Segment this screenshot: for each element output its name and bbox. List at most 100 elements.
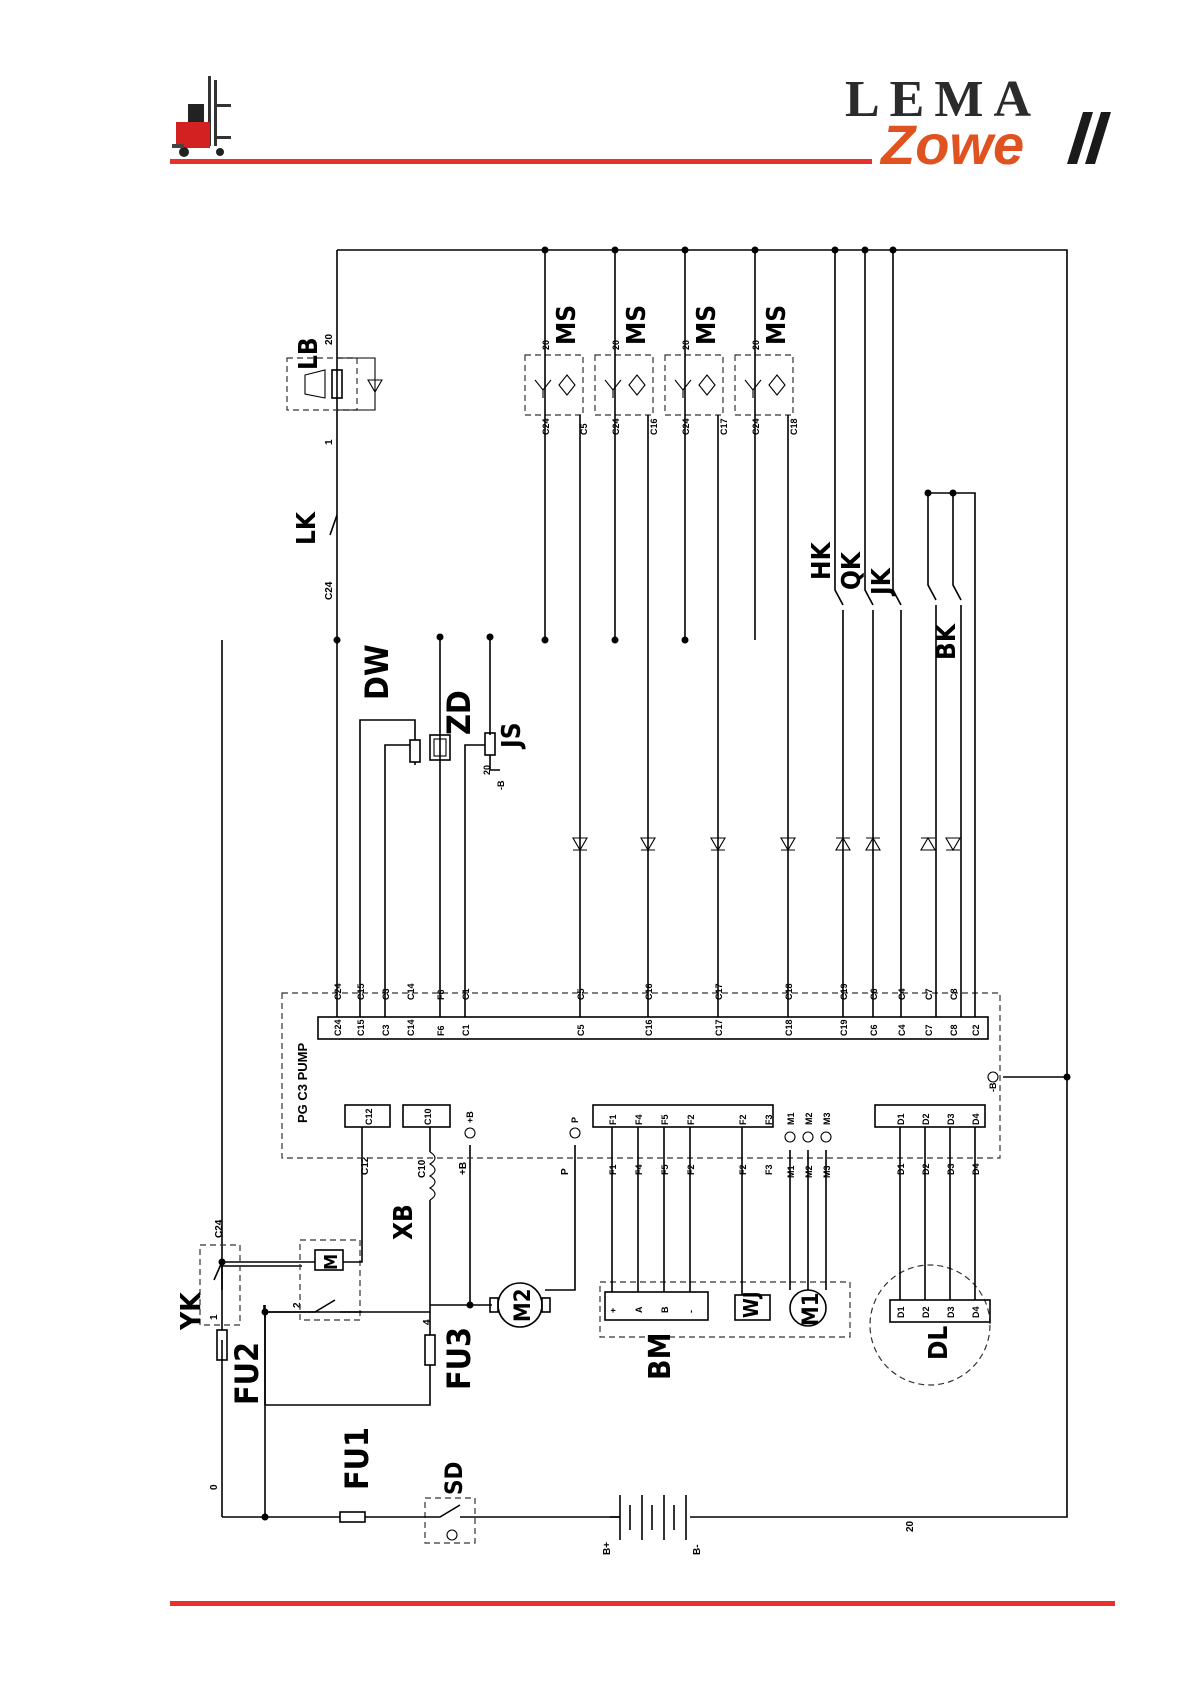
qk-label: QK <box>837 551 867 590</box>
c-pin-c3: C3 <box>381 1024 391 1036</box>
ms-pinc-3: C18 <box>789 418 799 435</box>
ms-pinc24-0: C24 <box>541 418 551 435</box>
c-pin-c24: C24 <box>333 1019 343 1036</box>
d-pin-d3: D3 <box>946 1113 956 1125</box>
c-wire-c16: C16 <box>644 983 654 1000</box>
header-rule <box>170 159 872 164</box>
ms-valve-box-0 <box>524 354 584 416</box>
js-pot <box>484 732 496 756</box>
relay-c12-box <box>344 1104 391 1128</box>
motor-pin-m1: M1 <box>786 1112 796 1125</box>
hk-label: HK <box>807 541 837 580</box>
diode-4 <box>835 836 851 851</box>
c-wire-c19: C19 <box>839 983 849 1000</box>
ms-valve-icon-2 <box>674 374 716 398</box>
footer-rule <box>170 1601 1115 1606</box>
controller-label: PG C3 PUMP <box>295 1042 310 1123</box>
fu3-fuse <box>424 1334 436 1366</box>
dl-pin-d3: D3 <box>946 1306 956 1318</box>
dl-connector <box>889 1299 991 1323</box>
c-wire-c1: C1 <box>461 988 471 1000</box>
dw-label: DW <box>358 644 396 700</box>
f-pin-1: F4 <box>634 1114 644 1125</box>
fu3-label: FU3 <box>440 1327 478 1390</box>
ms-label-0: MS <box>552 305 582 345</box>
c-wire-c6: C6 <box>869 988 879 1000</box>
svg-text:-B: -B <box>496 780 506 790</box>
relay-c10-box <box>402 1104 451 1128</box>
motor-wire-m2: M2 <box>804 1165 814 1178</box>
connector-d-box <box>874 1104 986 1128</box>
bm-label: BM <box>643 1333 678 1380</box>
wj-box <box>734 1294 771 1321</box>
ms-pinc-1: C16 <box>649 418 659 435</box>
ms-pinc24-2: C24 <box>681 418 691 435</box>
lb-label: LB <box>294 337 324 370</box>
sd-label: SD <box>440 1462 468 1495</box>
ms-pinc24-1: C24 <box>611 418 621 435</box>
f-wire-5: F3 <box>764 1164 774 1175</box>
svg-text:A: A <box>634 1306 644 1313</box>
svg-text:-: - <box>686 1310 696 1313</box>
d-pin-d4: D4 <box>971 1113 981 1125</box>
d-pin-d2: D2 <box>921 1113 931 1125</box>
wire-2: 2 <box>292 1302 303 1308</box>
diode-2 <box>710 837 726 852</box>
wire-4: 4 <box>422 1319 433 1325</box>
ms-valve-icon-3 <box>744 374 786 398</box>
motor-terminal-m2 <box>802 1131 814 1143</box>
lk-c24: C24 <box>324 581 335 600</box>
wire-plusb: +B <box>458 1162 469 1175</box>
fu2-label: FU2 <box>228 1342 266 1405</box>
d-wire-d1: D1 <box>896 1163 906 1175</box>
battery-minus-label: B- <box>692 1544 703 1555</box>
terminal-minusb: -B <box>988 1082 998 1092</box>
relay-c10-wire: C10 <box>417 1159 428 1178</box>
ms-valve-box-2 <box>664 354 724 416</box>
wire-1: 1 <box>209 1314 220 1320</box>
ms-valve-box-1 <box>594 354 654 416</box>
zd-label: ZD <box>440 690 478 735</box>
svg-text:+: + <box>608 1308 618 1313</box>
svg-text:B: B <box>660 1306 670 1313</box>
ms-pinc-2: C17 <box>719 418 729 435</box>
fu2-fuse <box>216 1329 228 1361</box>
d-wire-d2: D2 <box>921 1163 931 1175</box>
wire-p: P <box>560 1168 571 1175</box>
wire-0: 0 <box>209 1484 220 1490</box>
terminal-plusb: +B <box>465 1111 475 1123</box>
c-pin-f6: F6 <box>436 1025 446 1036</box>
c-wire-c14: C14 <box>406 983 416 1000</box>
c-pin-c6: C6 <box>869 1024 879 1036</box>
jk-label: JK <box>867 567 897 597</box>
svg-text:20: 20 <box>482 765 492 775</box>
yk-label: YK <box>174 1291 207 1331</box>
motor-wire-m3: M3 <box>822 1165 832 1178</box>
fu1-label: FU1 <box>338 1427 376 1490</box>
c-wire-f6: F6 <box>436 989 446 1000</box>
yk-c24: C24 <box>214 1219 225 1238</box>
bk-label: BK <box>932 623 962 660</box>
wj-label: WJ <box>739 1291 763 1318</box>
m1-label: M1 <box>799 1293 824 1326</box>
c-pin-c8: C8 <box>949 1024 959 1036</box>
c-pin-c7: C7 <box>924 1024 934 1036</box>
relay-m-label: M <box>321 1254 342 1270</box>
diode-5 <box>865 836 881 851</box>
c-pin-c16: C16 <box>644 1019 654 1036</box>
js-label: JS <box>497 722 527 750</box>
d-wire-d3: D3 <box>946 1163 956 1175</box>
relay-c10-label: C10 <box>423 1108 433 1125</box>
f-pin-2: F5 <box>660 1114 670 1125</box>
c-wire-c5: C5 <box>576 988 586 1000</box>
c-pin-c1: C1 <box>461 1024 471 1036</box>
ms-pin20-3: 20 <box>751 340 761 350</box>
bm-meter <box>604 1291 709 1321</box>
battery-plus-label: B+ <box>602 1542 613 1555</box>
ms-pin20-2: 20 <box>681 340 691 350</box>
ms-valve-icon-1 <box>604 374 646 398</box>
diode-3 <box>780 837 796 852</box>
battery-icon <box>610 1495 687 1540</box>
